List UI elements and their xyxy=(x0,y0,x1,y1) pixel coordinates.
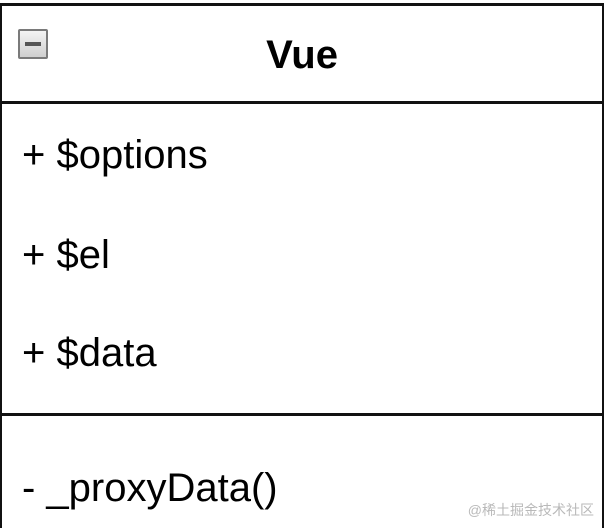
uml-class-box: Vue + $options + $el + $data - _proxyDat… xyxy=(0,3,604,528)
attribute-el: + $el xyxy=(22,233,110,277)
operations-compartment: - _proxyData() xyxy=(2,416,602,528)
collapse-minus-icon[interactable] xyxy=(18,29,48,59)
class-name: Vue xyxy=(266,33,338,77)
attributes-compartment: + $options + $el + $data xyxy=(2,104,602,416)
attribute-options: + $options xyxy=(22,133,208,177)
attribute-data: + $data xyxy=(22,331,157,375)
operation-proxy-data: - _proxyData() xyxy=(22,466,278,510)
minus-glyph xyxy=(25,42,41,46)
watermark: @稀土掘金技术社区 xyxy=(467,502,594,518)
class-header: Vue xyxy=(2,6,602,104)
